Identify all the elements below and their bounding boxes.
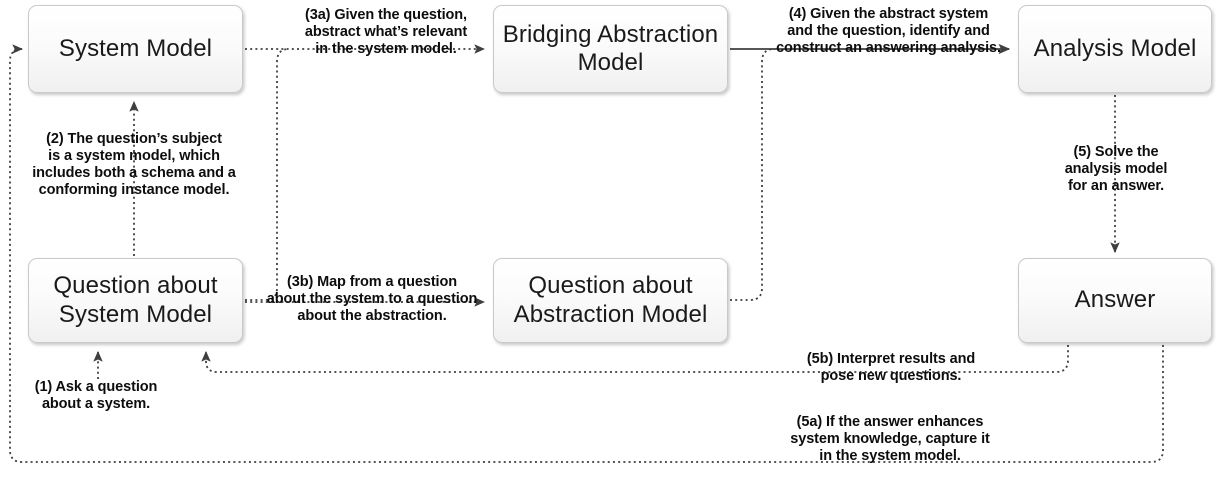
edge-label-5b: (5b) Interpret results and pose new ques… — [806, 351, 976, 385]
node-question-about-abstraction-model[interactable]: Question about Abstraction Model — [493, 258, 728, 343]
node-analysis-model[interactable]: Analysis Model — [1018, 5, 1212, 93]
edge-4-branch-from-abstraction-question — [730, 48, 775, 301]
edge-label-5: (5) Solve the analysis model for an answ… — [1064, 144, 1168, 195]
node-system-model[interactable]: System Model — [28, 5, 243, 93]
node-question-about-system-model[interactable]: Question about System Model — [28, 258, 243, 343]
edge-label-3b: (3b) Map from a question about the syste… — [266, 274, 478, 325]
node-question-about-abstraction-model-label: Question about Abstraction Model — [513, 272, 708, 328]
node-system-model-label: System Model — [58, 34, 213, 62]
edge-label-2: (2) The question’s subject is a system m… — [32, 131, 236, 199]
node-question-about-system-model-label: Question about System Model — [53, 272, 218, 328]
edge-label-4: (4) Given the abstract system and the qu… — [776, 6, 1001, 57]
edge-label-3a: (3a) Given the question, abstract what’s… — [304, 7, 468, 58]
node-bridging-abstraction-model-label: Bridging Abstraction Model — [502, 20, 719, 76]
node-bridging-abstraction-model[interactable]: Bridging Abstraction Model — [493, 5, 728, 93]
node-analysis-model-label: Analysis Model — [1033, 34, 1197, 62]
edge-label-5a: (5a) If the answer enhances system knowl… — [790, 414, 990, 465]
edge-label-1: (1) Ask a question about a system. — [34, 379, 158, 413]
node-answer[interactable]: Answer — [1018, 258, 1212, 343]
node-answer-label: Answer — [1074, 286, 1156, 314]
